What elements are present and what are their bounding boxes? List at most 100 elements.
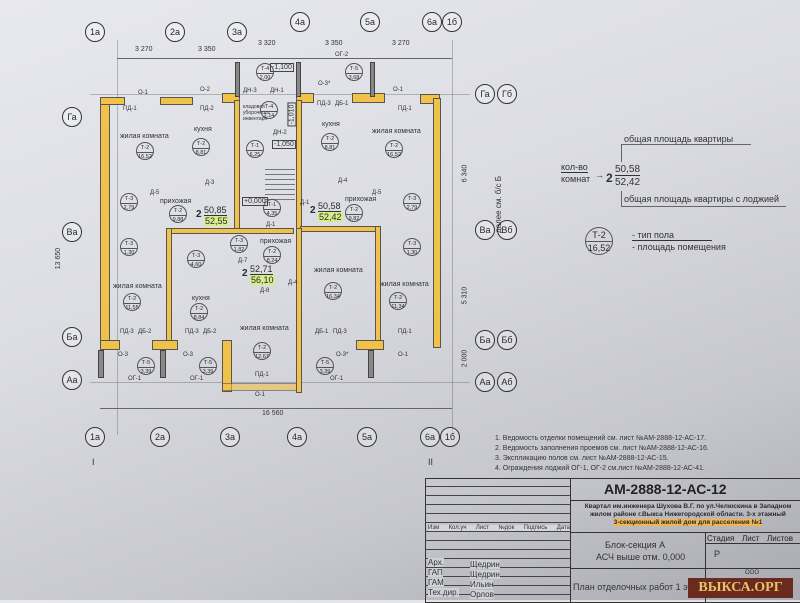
axis-marker: Га	[62, 107, 82, 127]
opening-mark: ПД-3	[120, 329, 134, 335]
axis-marker: Ва	[475, 220, 495, 240]
opening-mark: О-1	[138, 90, 149, 96]
drawing-code: АМ-2888-12-АС-12	[604, 481, 727, 497]
role: Тех.дир.	[428, 588, 459, 597]
watermark-logo: ВЫКСА.ОРГ	[688, 578, 793, 598]
room-label: жилая комната	[372, 128, 421, 135]
opening-mark: ПД-3	[317, 101, 331, 107]
stairs	[265, 165, 295, 203]
axis-marker: Аа	[62, 370, 82, 390]
axis-marker: Бб	[497, 330, 517, 350]
leader-line	[621, 144, 622, 162]
room-label: кухня	[322, 121, 340, 128]
room-label: прихожая	[160, 198, 192, 205]
legend-rooms-label: комнат	[561, 174, 591, 184]
leader-line	[621, 191, 622, 206]
wall	[152, 340, 178, 350]
door-mark: Д-8	[260, 288, 270, 294]
axis-marker: 3а	[227, 22, 247, 42]
room-label: жилая комната	[120, 133, 169, 140]
axis-marker: 1б	[442, 12, 462, 32]
axis-marker: 1а	[85, 427, 105, 447]
divider	[570, 568, 800, 569]
note: 1. Ведомость отделки помещений см. лист …	[495, 435, 707, 442]
name: Щедрин	[470, 560, 500, 569]
section-mark: I	[92, 457, 95, 467]
level-mark: -1,050	[272, 140, 296, 149]
legend-area-loggia-label: общая площадь квартиры с лоджией	[624, 194, 780, 204]
door-mark: Д-1	[300, 200, 310, 206]
door-mark: Д-4	[338, 178, 348, 184]
opening-mark: ДБ-1	[315, 329, 329, 335]
masonry-wall	[368, 350, 374, 378]
continuation-note: далее см. б/с Б	[494, 175, 504, 234]
opening-mark: ДН-2	[273, 130, 287, 136]
dimension-line	[117, 58, 452, 59]
grid-line	[90, 382, 470, 383]
masonry-wall	[235, 62, 240, 97]
room-label: жилая комната	[113, 283, 162, 290]
wall	[222, 340, 232, 392]
opening-mark: ДН-3	[243, 88, 257, 94]
door-mark: Д-5	[150, 190, 160, 196]
axis-marker: 4а	[290, 12, 310, 32]
axis-marker: 5а	[357, 427, 377, 447]
axis-marker: Аа	[475, 372, 495, 392]
wall	[100, 97, 125, 105]
role: Арх.	[428, 558, 444, 567]
sheet-title: План отделочных работ 1 эт	[573, 582, 692, 592]
wall	[296, 100, 302, 230]
opening-mark: О-1	[393, 87, 404, 93]
wall	[166, 228, 294, 234]
opening-mark: ДБ-1	[335, 101, 349, 107]
railing-mark: ОГ-2	[335, 52, 349, 58]
grid-line	[90, 94, 470, 95]
stage-value: Р	[714, 549, 721, 559]
axis-marker: 1б	[440, 427, 460, 447]
dimension: 2 000	[461, 349, 469, 368]
dimension: 3 270	[135, 46, 153, 53]
axis-marker: Гб	[497, 84, 517, 104]
railing-mark: ОГ-1	[128, 376, 142, 382]
axis-marker: 2а	[150, 427, 170, 447]
wall	[234, 100, 240, 230]
legend-type-label: - тип пола	[632, 230, 712, 241]
masonry-wall	[160, 350, 166, 378]
dimension: 13 650	[55, 247, 63, 270]
divider	[570, 532, 800, 533]
organization: ООО	[745, 570, 760, 576]
legend-rooms-count: 2	[606, 171, 613, 185]
door-mark: Д-1	[266, 222, 276, 228]
opening-mark: О-1	[398, 352, 409, 358]
masonry-wall	[98, 350, 104, 378]
divider	[570, 500, 800, 501]
opening-mark: О-3	[183, 352, 194, 358]
room-label: жилая комната	[380, 281, 429, 288]
room-label: кухня	[194, 126, 212, 133]
railing-mark: ОГ-1	[190, 376, 204, 382]
note: 3. Экспликацию полов см. лист №АМ-2888-1…	[495, 455, 669, 462]
axis-marker: 2а	[165, 22, 185, 42]
opening-mark: ПД-1	[398, 106, 412, 112]
axis-marker: Ва	[62, 222, 82, 242]
opening-mark: ПД-3	[185, 329, 199, 335]
grid-line	[117, 40, 118, 435]
room-label: жилая комната	[314, 267, 363, 274]
block-level: АСЧ выше отм. 0,000	[596, 552, 686, 562]
